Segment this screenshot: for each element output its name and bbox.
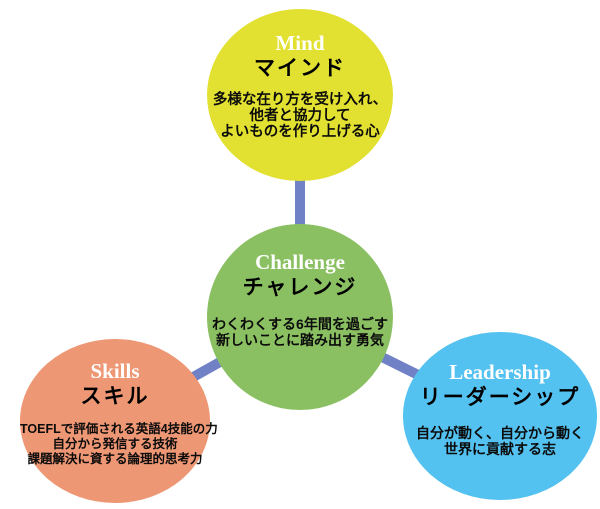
node-leadership-circle: Leadership リーダーシップ 自分が動く、自分から動く 世界に貢献する志 <box>403 332 597 500</box>
challenge-description: わくわくする6年間を過ごす 新しいことに踏み出す勇気 <box>207 317 393 348</box>
challenge-title-ja: チャレンジ <box>242 275 358 300</box>
skills-description: TOEFLで評価される英語4技能の力 自分から発信する技術 課題解決に資する論理… <box>20 422 218 467</box>
mind-title-ja: マインド <box>254 56 346 81</box>
mind-description-line: 多様な在り方を受け入れ、 <box>212 92 388 109</box>
challenge-description-line: わくわくする6年間を過ごす <box>212 316 388 333</box>
skills-title-ja: スキル <box>80 384 150 409</box>
mind-description-line: よいものを作り上げる心 <box>220 124 380 141</box>
connector-mind-challenge <box>295 95 305 317</box>
leadership-title-ja: リーダーシップ <box>419 385 581 410</box>
challenge-title-en: Challenge <box>255 250 345 274</box>
leadership-description: 自分が動く、自分から動く 世界に貢献する志 <box>403 425 597 457</box>
mind-description-line: 他者と協力して <box>249 108 351 125</box>
node-mind-circle: Mind マインド 多様な在り方を受け入れ、 他者と協力して よいものを作り上げ… <box>207 9 393 181</box>
skills-title-en: Skills <box>90 359 140 383</box>
leadership-description-line: 自分が動く、自分から動く <box>416 425 584 442</box>
skills-description-line: 課題解決に資する論理的思考力 <box>27 452 203 467</box>
mind-title-en: Mind <box>275 31 325 55</box>
leadership-title-en: Leadership <box>449 360 551 384</box>
skills-description-line: 自分から発信する技術 <box>52 437 178 452</box>
node-challenge-circle: Challenge チャレンジ わくわくする6年間を過ごす 新しいことに踏み出す… <box>207 224 393 410</box>
leadership-description-line: 世界に貢献する志 <box>444 441 556 458</box>
challenge-description-line: 新しいことに踏み出す勇気 <box>216 331 384 348</box>
node-skills-circle: Skills スキル TOEFLで評価される英語4技能の力 自分から発信する技術… <box>20 339 218 503</box>
mind-description: 多様な在り方を受け入れ、 他者と協力して よいものを作り上げる心 <box>207 92 393 141</box>
skills-description-line: TOEFLで評価される英語4技能の力 <box>20 422 218 437</box>
